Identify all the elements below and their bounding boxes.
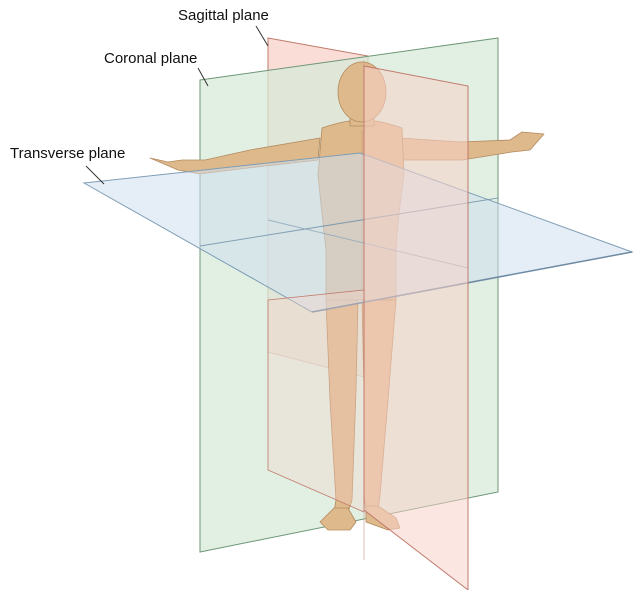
sagittal-plane-front	[364, 66, 468, 590]
sagittal-plane-label: Sagittal plane	[178, 8, 269, 24]
transverse-leader-line	[86, 166, 104, 184]
coronal-plane-label: Coronal plane	[104, 51, 197, 67]
transverse-plane	[84, 153, 632, 312]
sagittal-leader-line	[256, 26, 268, 46]
transverse-plane-label: Transverse plane	[10, 146, 125, 162]
